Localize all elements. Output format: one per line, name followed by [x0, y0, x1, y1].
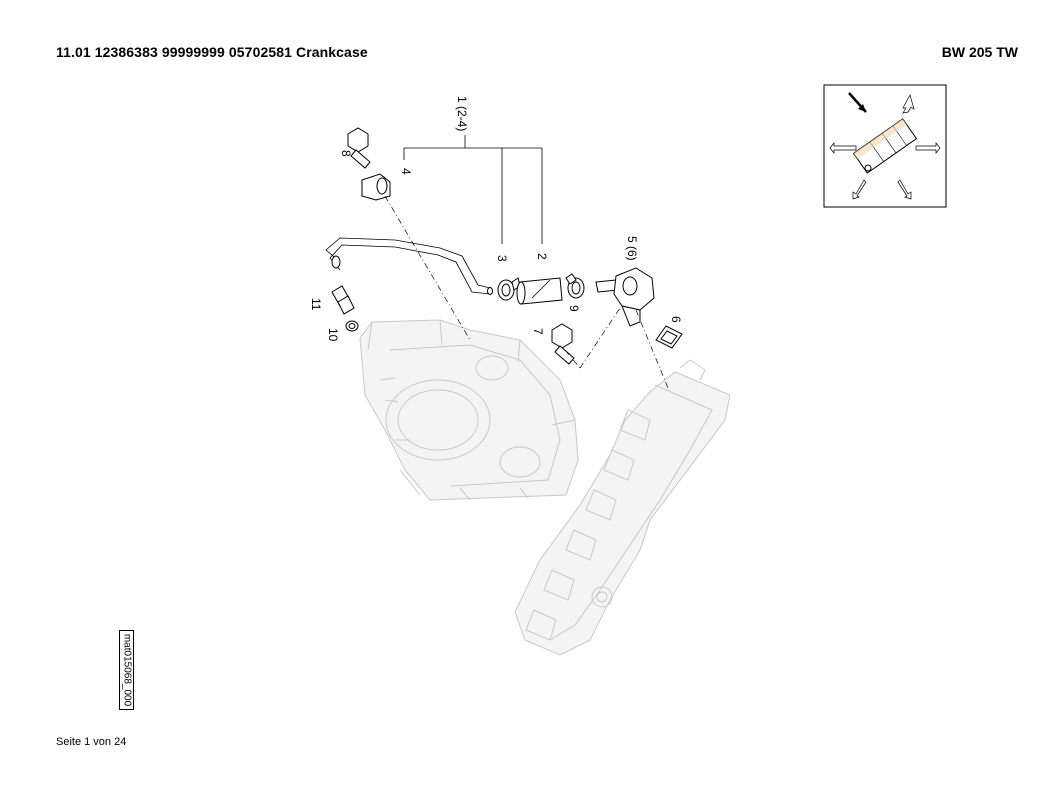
callout-4: 4: [399, 168, 413, 175]
page-counter: Seite 1 von 24: [56, 736, 127, 748]
drawing-id: mat015068_000: [121, 633, 132, 707]
callout-9: 9: [567, 305, 581, 312]
flange-5: [595, 267, 655, 327]
gasket-6: [655, 325, 683, 349]
fitting-11: [331, 285, 355, 315]
callout-7: 7: [531, 328, 545, 335]
callout-10: 10: [326, 328, 340, 342]
callout-1: 1 (2-4): [455, 96, 469, 131]
bolt-8: [347, 127, 371, 169]
machine-model: BW 205 TW: [941, 44, 1018, 60]
drawing-id-box: mat015068_000: [119, 630, 134, 710]
bolt-7: [551, 323, 575, 365]
hose-clamp-9: [565, 273, 585, 299]
callout-2: 2: [535, 253, 549, 260]
callout-labels: 1 (2-4) 4 8 3 2 5 (6) 9 6 7 11 10: [309, 96, 683, 342]
callout-5: 5 (6): [625, 236, 639, 261]
callout-3: 3: [495, 255, 509, 262]
callout-8: 8: [339, 150, 353, 157]
breather-pipe: [325, 237, 493, 295]
callout-6: 6: [669, 316, 683, 323]
crankcase-cover-housing: [359, 319, 579, 501]
callout-leaders: [384, 135, 669, 389]
crankcase-rail: [514, 359, 731, 656]
pipe-clip: [361, 173, 391, 201]
washer-10: [345, 320, 359, 332]
hose-clamp-3: [497, 277, 521, 301]
hose-2: [516, 277, 563, 305]
location-thumbnail: [823, 84, 947, 208]
page-title: 11.01 12386383 99999999 05702581 Crankca…: [56, 44, 368, 60]
callout-11: 11: [309, 298, 323, 311]
